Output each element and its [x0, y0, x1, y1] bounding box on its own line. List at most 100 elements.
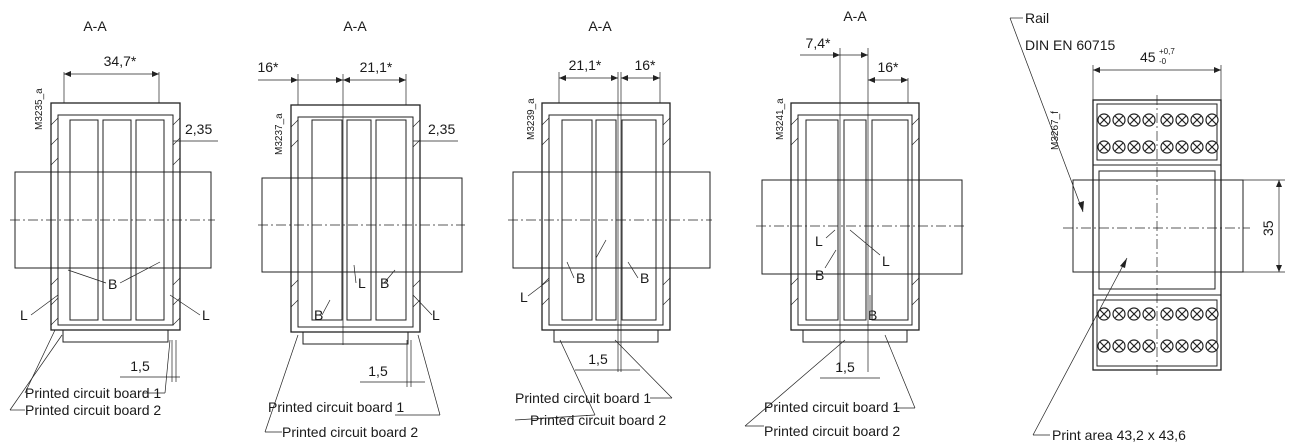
label-b-left-4: B	[815, 267, 824, 283]
screw-slot	[1177, 142, 1187, 152]
pcb2-label-1: Printed circuit board 2	[25, 402, 161, 418]
screw-slot	[1207, 341, 1217, 351]
label-b-right-3: B	[640, 270, 649, 286]
screw-slot	[1207, 309, 1217, 319]
rail-label: Rail	[1025, 10, 1049, 26]
label-l-right-4: L	[882, 253, 890, 269]
board-a-2	[311, 119, 343, 321]
rail-profile-4	[761, 179, 963, 275]
section-label-3: A-A	[588, 18, 612, 34]
board-a-4	[805, 119, 839, 321]
screw-slot	[1162, 341, 1172, 351]
dim-right-2: 21,1*	[360, 59, 393, 75]
pcb1-label-1: Printed circuit board 1	[25, 385, 161, 401]
label-b-1: B	[108, 276, 117, 292]
screw-slot	[1162, 115, 1172, 125]
label-l-left-4: L	[815, 233, 823, 249]
screw-slot	[1099, 341, 1109, 351]
section-label-4: A-A	[843, 8, 867, 24]
dim-right-4: 16*	[877, 59, 899, 75]
screw-slot	[1177, 309, 1187, 319]
label-l-right-1: L	[202, 307, 210, 323]
section-view-3: A-A M3239_a 21,1* 16* 1,5 B B L	[508, 18, 712, 428]
drawing-code-1: M3235_a	[34, 88, 45, 130]
screw-slot	[1162, 309, 1172, 319]
drawing-code-front: M3267_f	[1050, 111, 1061, 150]
board-b-4	[871, 119, 909, 321]
screw-slot	[1129, 341, 1139, 351]
terminal-screws	[1097, 113, 1219, 353]
screw-slot	[1144, 341, 1154, 351]
drawing-code-4: M3241_a	[775, 98, 786, 140]
board-a-1	[69, 119, 99, 321]
screw-slot	[1114, 341, 1124, 351]
dim-wall-2: 2,35	[428, 121, 455, 137]
label-l-left-1: L	[20, 307, 28, 323]
width-tol-minus: -0	[1159, 57, 1167, 66]
screw-slot	[1207, 115, 1217, 125]
screw-slot	[1192, 309, 1202, 319]
screw-slot	[1114, 309, 1124, 319]
board-a-3	[561, 119, 593, 321]
dim-gap-3: 1,5	[588, 351, 608, 367]
label-b-right-2: B	[380, 275, 389, 291]
screw-slot	[1099, 142, 1109, 152]
pcb2-label-4: Printed circuit board 2	[764, 423, 900, 439]
dim-left-4: 7,4*	[806, 35, 831, 51]
screw-slot	[1177, 341, 1187, 351]
screw-slot	[1177, 115, 1187, 125]
screw-slot	[1114, 142, 1124, 152]
print-area-label: Print area 43,2 x 43,6	[1052, 427, 1186, 443]
screw-slot	[1129, 309, 1139, 319]
section-label-2: A-A	[343, 18, 367, 34]
screw-slot	[1129, 115, 1139, 125]
screw-slot	[1144, 115, 1154, 125]
board-b-1	[135, 119, 165, 321]
housing-outline-2	[290, 104, 421, 333]
screw-slot	[1192, 142, 1202, 152]
rail-profile-front	[1072, 179, 1244, 273]
dim-gap-2: 1,5	[368, 363, 388, 379]
screw-slot	[1162, 142, 1172, 152]
board-b-2	[375, 119, 407, 321]
wall-hatching-3	[541, 117, 671, 306]
label-l-2: L	[358, 275, 366, 291]
label-b-left-2: B	[314, 307, 323, 323]
dim-width-1: 34,7*	[104, 53, 137, 69]
screw-slot	[1192, 341, 1202, 351]
screw-slot	[1114, 115, 1124, 125]
dim-wall-1: 2,35	[185, 121, 212, 137]
front-view: M3267_f Rail DIN EN 60715 45 +0,7 -0 35 …	[1009, 10, 1285, 443]
drawing-code-3: M3239_a	[526, 98, 537, 140]
pcb1-label-3: Printed circuit board 1	[515, 390, 651, 406]
label-l-3: L	[520, 289, 528, 305]
label-b-left-3: B	[576, 270, 585, 286]
rail-standard-label: DIN EN 60715	[1025, 37, 1115, 53]
pcb1-label-2: Printed circuit board 1	[268, 399, 404, 415]
screw-slot	[1129, 142, 1139, 152]
section-view-4: A-A M3241_a 7,4* 16* 1,5 L L B B	[744, 8, 965, 439]
screw-slot	[1207, 142, 1217, 152]
pcb1-label-4: Printed circuit board 1	[764, 399, 900, 415]
wall-hatching-4	[790, 117, 920, 306]
dim-right-3: 16*	[634, 57, 656, 73]
wall-hatching-1	[50, 117, 181, 326]
screw-slot	[1192, 115, 1202, 125]
dim-gap-1: 1,5	[130, 358, 150, 374]
dim-left-3: 21,1*	[569, 57, 602, 73]
housing-outline-3	[541, 102, 671, 331]
height-dim: 35	[1260, 220, 1276, 236]
board-b-3	[621, 119, 657, 321]
screw-slot	[1099, 115, 1109, 125]
pcb2-label-2: Printed circuit board 2	[282, 424, 418, 440]
screw-slot	[1144, 309, 1154, 319]
section-view-1: A-A M3235_a 34,7* 2,35 1,5 B	[9, 18, 218, 418]
label-b-right-4: B	[868, 307, 877, 323]
width-dim: 45	[1140, 49, 1156, 65]
screw-slot	[1144, 142, 1154, 152]
dim-gap-4: 1,5	[835, 359, 855, 375]
drawing-code-2: M3237_a	[274, 113, 285, 155]
width-tol-plus: +0,7	[1159, 47, 1175, 56]
pcb2-label-3: Printed circuit board 2	[530, 412, 666, 428]
